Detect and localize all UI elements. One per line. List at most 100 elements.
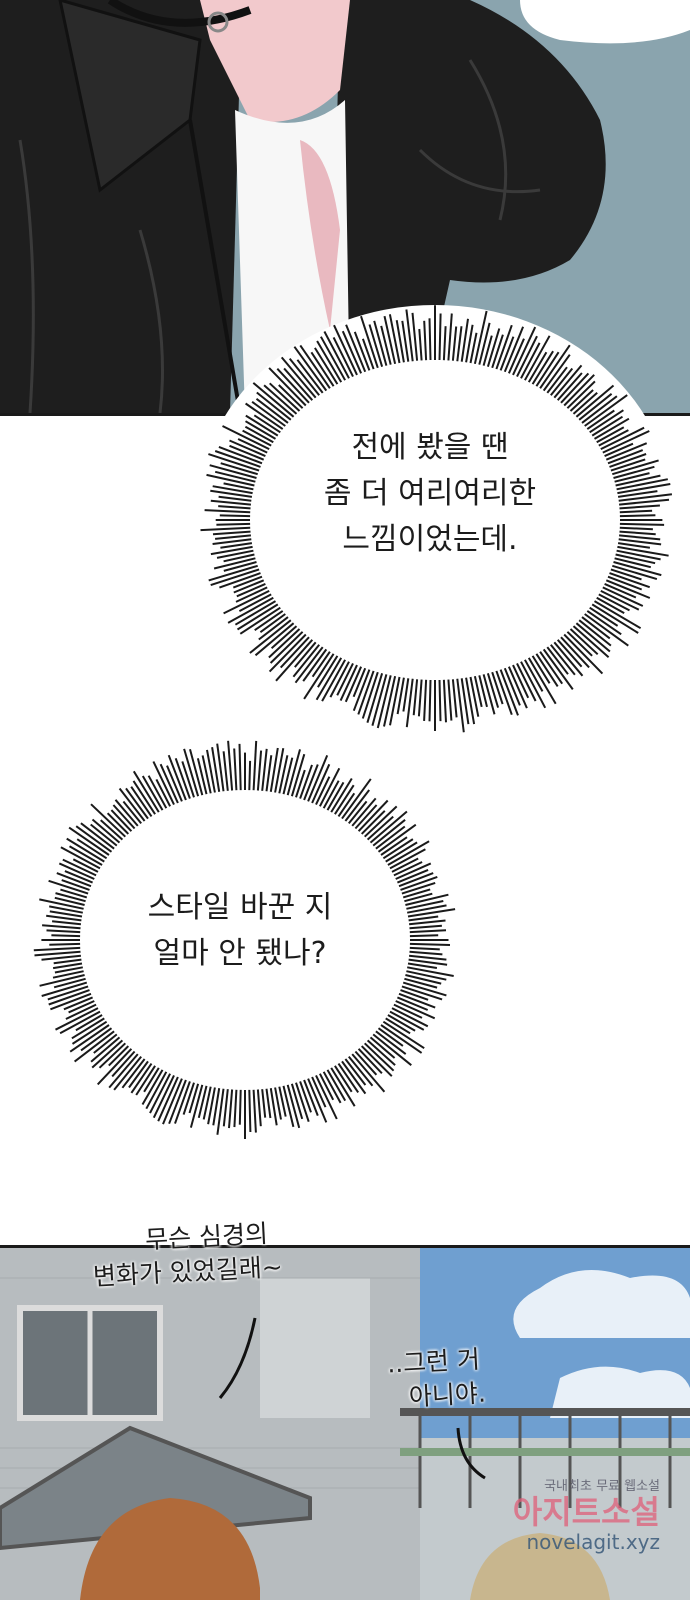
burst-stroke bbox=[550, 644, 576, 676]
burst-stroke bbox=[206, 749, 216, 793]
burst-stroke bbox=[395, 320, 405, 363]
burst-stroke bbox=[189, 1084, 204, 1128]
burst-stroke bbox=[512, 664, 530, 699]
burst-stroke bbox=[280, 356, 317, 399]
burst-stroke bbox=[460, 678, 470, 725]
burst-stroke bbox=[256, 391, 292, 421]
burst-stroke bbox=[47, 985, 89, 1001]
burst-stroke bbox=[337, 792, 356, 817]
burst-stroke bbox=[602, 430, 650, 454]
burst-stroke bbox=[113, 1055, 142, 1091]
burst-stroke bbox=[401, 881, 436, 895]
burst-stroke bbox=[214, 450, 261, 468]
dialogue-line: 아니야. bbox=[408, 1378, 487, 1412]
burst-stroke bbox=[54, 966, 83, 974]
burst-stroke bbox=[174, 1081, 191, 1124]
burst-stroke bbox=[368, 324, 384, 367]
burst-stroke bbox=[375, 1030, 407, 1055]
burst-stroke bbox=[227, 596, 274, 624]
burst-stroke bbox=[293, 346, 328, 392]
burst-stroke bbox=[619, 498, 670, 506]
burst-stroke bbox=[336, 662, 354, 696]
burst-stroke bbox=[317, 655, 339, 688]
burst-stroke bbox=[351, 797, 377, 827]
burst-stroke bbox=[60, 888, 88, 899]
burst-stroke bbox=[299, 764, 313, 799]
burst-stroke bbox=[248, 760, 252, 791]
burst-stroke bbox=[619, 534, 661, 541]
burst-stroke bbox=[233, 1089, 238, 1128]
burst-stroke bbox=[451, 679, 458, 718]
burst-stroke bbox=[232, 575, 263, 589]
burst-stroke bbox=[223, 561, 257, 572]
burst-stroke bbox=[491, 671, 504, 705]
burst-stroke bbox=[482, 674, 496, 715]
burst-stroke bbox=[406, 970, 447, 981]
burst-stroke bbox=[183, 748, 200, 797]
burst-stroke bbox=[222, 425, 270, 450]
burst-stroke bbox=[404, 977, 438, 989]
burst-stroke bbox=[141, 775, 164, 811]
burst-stroke bbox=[575, 384, 615, 418]
burst-stroke bbox=[132, 780, 156, 815]
burst-stroke bbox=[344, 666, 363, 703]
burst-stroke bbox=[314, 347, 339, 385]
burst-stroke bbox=[276, 368, 310, 404]
burst-stroke bbox=[218, 505, 251, 510]
burst-stroke bbox=[566, 631, 593, 657]
burst-stroke bbox=[212, 1088, 221, 1126]
burst-stroke bbox=[610, 458, 646, 472]
burst-stroke bbox=[377, 1027, 404, 1047]
burst-stroke bbox=[108, 1045, 130, 1067]
burst-stroke bbox=[387, 1014, 416, 1032]
burst-stroke bbox=[584, 613, 629, 647]
burst-stroke bbox=[110, 809, 133, 832]
burst-stroke bbox=[197, 1085, 208, 1119]
burst-stroke bbox=[326, 781, 345, 811]
burst-stroke bbox=[412, 679, 419, 716]
burst-stroke bbox=[48, 879, 89, 895]
burst-stroke bbox=[447, 679, 453, 721]
burst-stroke bbox=[398, 992, 436, 1009]
burst-stroke bbox=[64, 870, 93, 884]
bubble-line: 좀 더 여리여리한 bbox=[323, 476, 537, 511]
dialogue-line: ..그런 거 bbox=[386, 1344, 481, 1379]
burst-stroke bbox=[251, 400, 286, 427]
burst-stroke bbox=[286, 749, 301, 796]
burst-stroke bbox=[385, 1017, 411, 1035]
burst-stroke bbox=[316, 340, 343, 383]
burst-stroke bbox=[329, 661, 350, 698]
burst-stroke bbox=[51, 920, 82, 926]
burst-stroke bbox=[218, 445, 263, 465]
burst-stroke bbox=[166, 765, 183, 802]
burst-stroke bbox=[542, 648, 574, 690]
burst-stroke bbox=[130, 786, 153, 817]
burst-stroke bbox=[90, 1036, 121, 1063]
burst-stroke bbox=[71, 1020, 108, 1045]
burst-stroke bbox=[108, 1053, 139, 1089]
burst-stroke bbox=[202, 1086, 212, 1120]
burst-stroke bbox=[167, 754, 187, 801]
burst-stroke bbox=[42, 924, 81, 930]
burst-stroke bbox=[364, 1042, 395, 1072]
burst-stroke bbox=[531, 655, 551, 684]
burst-stroke bbox=[581, 395, 618, 424]
burst-stroke bbox=[292, 644, 320, 678]
burst-stroke bbox=[516, 335, 538, 378]
burst-stroke bbox=[282, 757, 294, 795]
burst-stroke bbox=[143, 1067, 160, 1093]
burst-stroke bbox=[524, 659, 544, 692]
burst-stroke bbox=[604, 442, 634, 458]
burst-stroke bbox=[326, 1069, 347, 1102]
burst-stroke bbox=[619, 509, 653, 514]
burst-stroke bbox=[334, 784, 355, 815]
burst-stroke bbox=[405, 309, 414, 362]
burst-stroke bbox=[254, 610, 284, 632]
burst-stroke bbox=[352, 669, 371, 712]
burst-stroke bbox=[408, 954, 447, 961]
burst-stroke bbox=[520, 661, 547, 709]
thought-burst-bubble bbox=[195, 305, 675, 735]
burst-stroke bbox=[259, 613, 286, 634]
burst-stroke bbox=[516, 662, 537, 702]
burst-stroke bbox=[122, 800, 142, 825]
